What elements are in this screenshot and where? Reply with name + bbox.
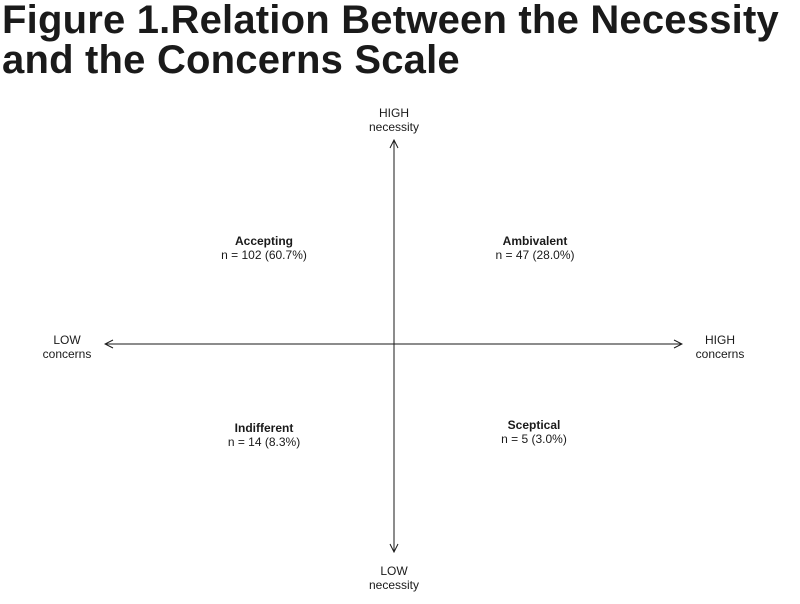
axis-label-low-concerns: LOW concerns [43,333,92,361]
axis-label-high-concerns: HIGH concerns [696,333,745,361]
quadrant-accepting-count: n = 102 (60.7%) [221,248,307,262]
figure-title-line-1: Figure 1.Relation Between the Necessity [2,0,779,42]
axis-label-low-concerns-name: concerns [42,347,92,361]
axis-label-high-concerns-name: concerns [695,347,745,361]
axis-label-high-concerns-level: HIGH [704,333,735,347]
quadrant-ambivalent: Ambivalent n = 47 (28.0%) [495,234,574,262]
figure-title: Figure 1.Relation Between the Necessity … [2,0,798,80]
quadrant-accepting-name: Accepting [234,234,294,248]
axis-label-high-necessity: HIGH necessity [369,106,419,134]
quadrant-ambivalent-count: n = 47 (28.0%) [495,248,575,262]
axis-label-low-necessity-name: necessity [368,578,420,592]
figure-title-line-2: and the Concerns Scale [2,38,460,82]
quadrant-sceptical-count: n = 5 (3.0%) [501,432,567,446]
quadrant-indifferent-name: Indifferent [234,421,294,435]
axis-label-low-concerns-level: LOW [53,333,81,347]
quadrant-ambivalent-name: Ambivalent [502,234,568,248]
axis-label-high-necessity-level: HIGH [379,106,409,120]
quadrant-indifferent-count: n = 14 (8.3%) [227,435,301,449]
axis-label-high-necessity-name: necessity [368,120,420,134]
quadrant-accepting: Accepting n = 102 (60.7%) [221,234,307,262]
quadrant-indifferent: Indifferent n = 14 (8.3%) [228,421,300,449]
quadrant-sceptical: Sceptical n = 5 (3.0%) [501,418,567,446]
axis-label-low-necessity: LOW necessity [369,564,419,592]
axis-label-low-necessity-level: LOW [380,564,408,578]
quadrant-sceptical-name: Sceptical [507,418,561,432]
